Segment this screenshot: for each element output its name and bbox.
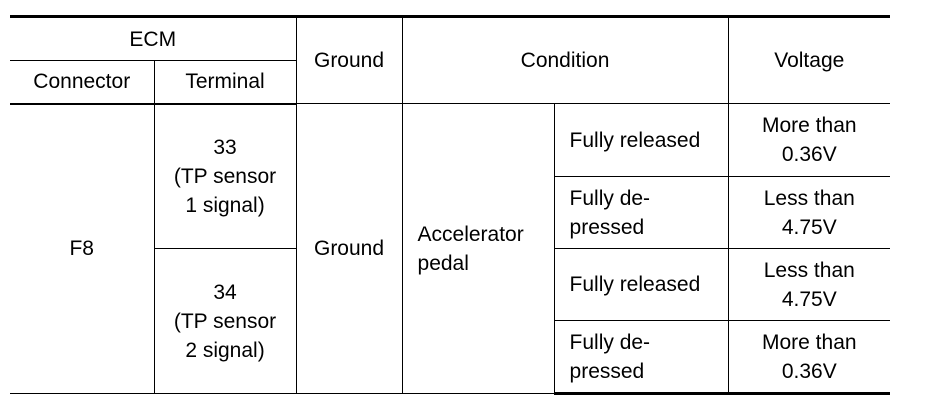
header-voltage: Voltage	[727, 15, 891, 104]
condition-row-1: Fully released	[553, 103, 729, 177]
ecm-terminal-voltage-table: ECM Ground Condition Voltage Connector T…	[10, 15, 891, 395]
header-connector: Connector	[10, 60, 155, 105]
terminal-34-cell: 34 (TP sensor 2 signal)	[153, 248, 297, 394]
header-terminal: Terminal	[153, 60, 297, 105]
connector-cell: F8	[10, 103, 155, 394]
voltage-row-3: Less than 4.75V	[727, 248, 891, 321]
terminal-33-cell: 33 (TP sensor 1 signal)	[153, 103, 297, 249]
voltage-row-4: More than 0.36V	[727, 320, 891, 395]
condition-row-3: Fully released	[553, 248, 729, 321]
header-ecm: ECM	[10, 15, 297, 61]
header-condition: Condition	[401, 15, 729, 104]
header-ground: Ground	[295, 15, 403, 104]
voltage-row-1: More than 0.36V	[727, 103, 891, 177]
voltage-row-2: Less than 4.75V	[727, 176, 891, 249]
ground-cell: Ground	[295, 103, 403, 394]
condition-row-2: Fully de- pressed	[553, 176, 729, 249]
condition-row-4: Fully de- pressed	[553, 320, 729, 395]
condition-accelerator-pedal: Accelerator pedal	[401, 103, 555, 394]
